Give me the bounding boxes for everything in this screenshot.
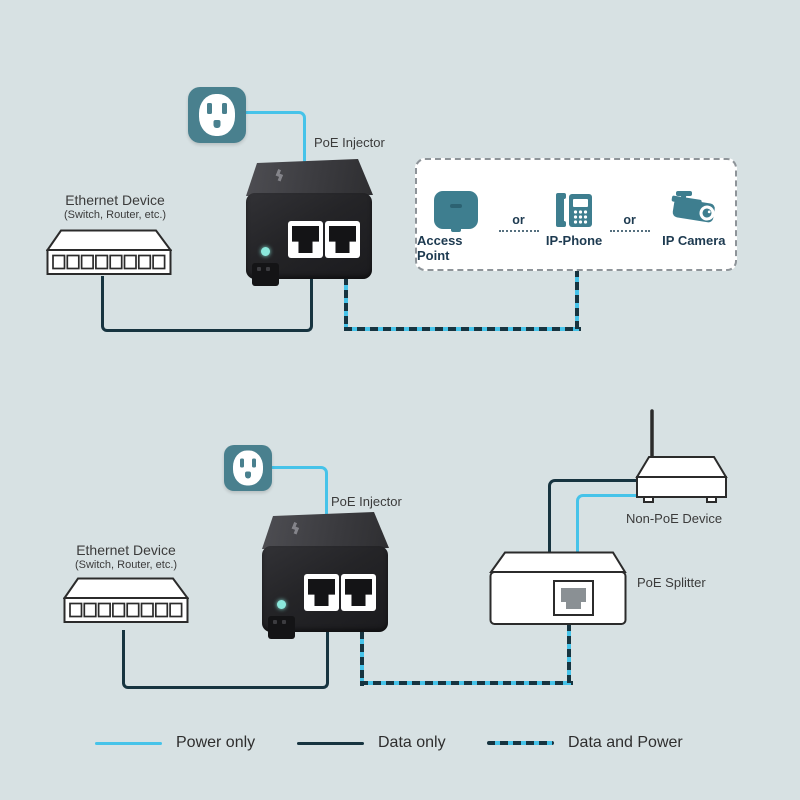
data-line-top: [101, 276, 313, 332]
ethernet-device-subtitle: (Switch, Router, etc.): [63, 209, 167, 221]
device-access-point: Access Point: [417, 190, 495, 263]
ip-phone-icon: [555, 190, 593, 230]
rj45-port-icon: [288, 221, 323, 258]
legend-data-and-power-label: Data and Power: [568, 734, 683, 751]
poe-injector-label-top: PoE Injector: [314, 135, 385, 150]
ethernet-device-label-top: Ethernet Device (Switch, Router, etc.): [30, 192, 200, 221]
ethernet-device-label-bottom: Ethernet Device (Switch, Router, etc.): [41, 542, 211, 571]
poe-splitter-device: [489, 551, 627, 627]
ethernet-switch-device-top: [46, 229, 172, 276]
rj45-jack: [561, 588, 586, 609]
or-dotted-line: [498, 229, 539, 232]
data-power-line-bottom-h: [360, 681, 573, 685]
legend-data-only: Data only: [297, 733, 446, 753]
tp-link-logo-icon: [286, 518, 307, 539]
injector-top-face: [262, 512, 389, 549]
poe-injector-device-top: [246, 159, 373, 289]
non-poe-device: [635, 407, 731, 505]
poe-splitter-drawing: [489, 551, 627, 625]
non-poe-device-drawing: [635, 409, 728, 503]
data-line-sample: [297, 741, 364, 745]
outlet-face: [233, 450, 263, 486]
data-power-line-top-h: [344, 327, 581, 331]
outlet-ground-hole: [213, 120, 221, 128]
injector-led: [277, 600, 286, 609]
device-ip-camera: IP Camera: [653, 190, 735, 248]
legend-data-and-power: Data and Power: [487, 733, 683, 753]
legend-power-only-label: Power only: [176, 734, 256, 751]
access-point-icon: [434, 190, 479, 230]
ip-phone-drawing: [556, 193, 593, 227]
data-power-line-top-v2: [575, 269, 579, 331]
outlet-slot: [207, 103, 212, 114]
power-line-bottom: [269, 466, 328, 521]
data-power-line-top-v1: [344, 277, 348, 331]
ethernet-switch-drawing: [63, 577, 189, 623]
rj45-jack: [345, 579, 372, 606]
or-separator: or: [497, 214, 539, 232]
or-separator: or: [609, 214, 651, 232]
rj45-port-icon: [341, 574, 376, 611]
access-point-label: Access Point: [417, 233, 463, 263]
injector-mount-tab: [252, 263, 279, 286]
poe-injector-device-bottom: [262, 512, 389, 642]
ip-camera-drawing: [671, 191, 715, 223]
injector-led: [261, 247, 270, 256]
ethernet-device-title: Ethernet Device: [76, 542, 176, 558]
or-dotted-line: [609, 229, 650, 232]
poe-injector-label-bottom: PoE Injector: [331, 494, 402, 509]
or-label: or: [512, 213, 525, 227]
ethernet-switch-device-bottom: [63, 577, 189, 624]
injector-top-face: [246, 159, 373, 196]
outlet-face: [199, 94, 235, 136]
ip-camera-icon: [668, 190, 720, 230]
power-line-sample: [95, 741, 162, 745]
powered-devices-box: Access Point or: [415, 158, 737, 271]
power-outlet-icon: [224, 445, 272, 491]
rj45-port-icon: [304, 574, 339, 611]
device-ip-phone: IP-Phone: [542, 190, 607, 248]
outlet-ground-hole: [245, 471, 251, 479]
rj45-jack: [308, 579, 335, 606]
power-line-top: [243, 111, 306, 167]
outlet-slot: [222, 103, 227, 114]
legend-power-only: Power only: [95, 733, 255, 753]
injector-front-face: [246, 193, 372, 279]
ethernet-device-subtitle: (Switch, Router, etc.): [74, 559, 178, 571]
data-power-line-sample: [487, 741, 554, 745]
power-outlet-icon: [188, 87, 246, 143]
non-poe-device-label: Non-PoE Device: [626, 511, 723, 526]
power-line-splitter-to-device: [576, 494, 640, 558]
data-line-bottom: [122, 630, 329, 689]
rj45-jack: [292, 226, 319, 253]
data-power-line-bottom-v2: [567, 623, 571, 685]
data-power-line-bottom-v1: [360, 631, 364, 686]
or-label: or: [623, 213, 636, 227]
outlet-slot: [252, 458, 256, 468]
outlet-slot: [240, 458, 244, 468]
poe-splitter-label: PoE Splitter: [637, 575, 706, 590]
data-line-splitter-to-device: [548, 479, 640, 558]
ethernet-device-title: Ethernet Device: [65, 192, 165, 208]
rj45-port-icon: [325, 221, 360, 258]
legend-data-only-label: Data only: [378, 734, 446, 751]
ethernet-switch-drawing: [46, 229, 172, 275]
tp-link-logo-icon: [270, 165, 291, 186]
ip-camera-label: IP Camera: [662, 233, 726, 248]
ip-phone-label: IP-Phone: [545, 233, 603, 248]
rj45-jack: [329, 226, 356, 253]
injector-mount-tab: [268, 616, 295, 639]
